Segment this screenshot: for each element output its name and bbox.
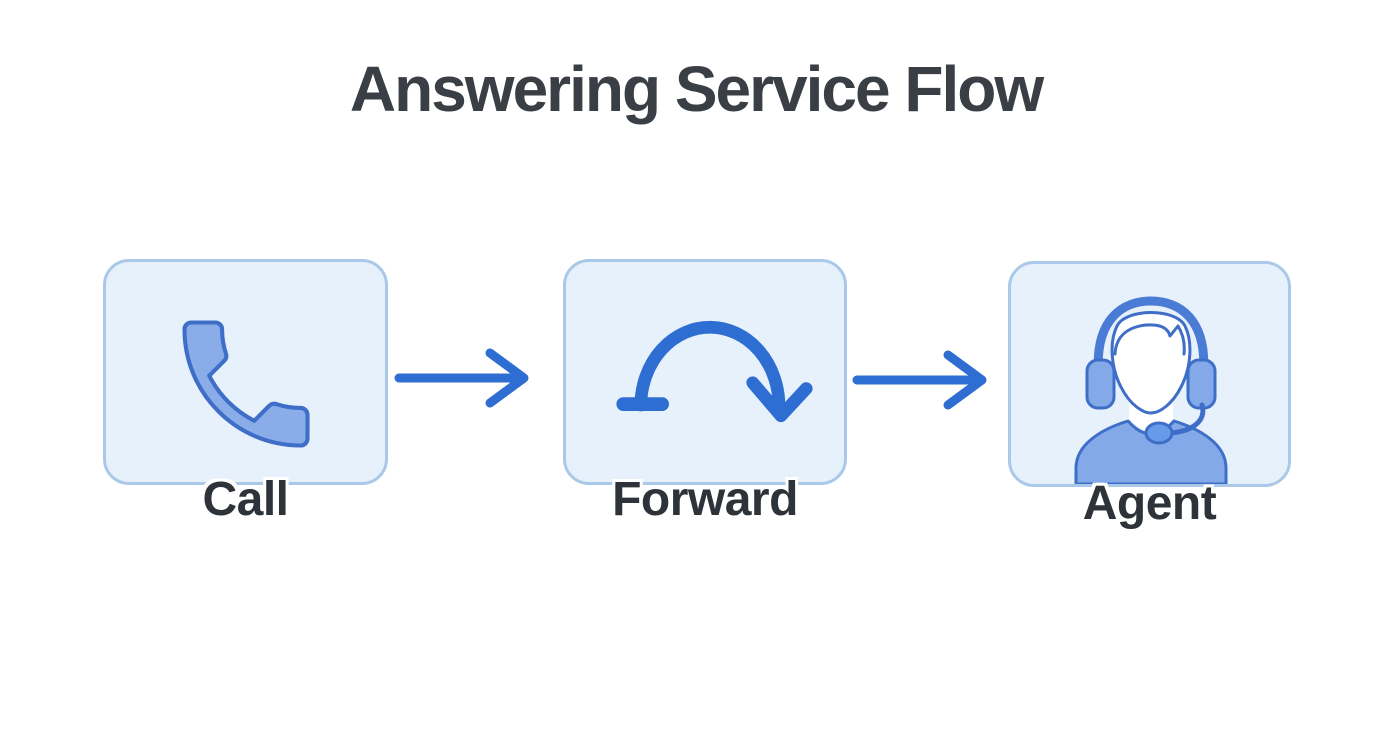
phone-icon: [182, 320, 310, 448]
node-label-forward: Forward: [612, 473, 798, 526]
flow-node-forward: [563, 259, 847, 485]
support-agent-headset-icon: [1074, 296, 1228, 484]
arrow-call-to-forward-icon: [394, 348, 529, 408]
flow-node-agent: [1008, 261, 1291, 487]
flow-node-call: [103, 259, 388, 485]
diagram-title: Answering Service Flow: [349, 53, 1044, 125]
arrow-forward-to-agent-icon: [852, 350, 987, 410]
node-label-call: Call: [202, 473, 289, 526]
forward-redo-arrow-icon: [616, 320, 813, 423]
node-label-agent: Agent: [1082, 477, 1217, 530]
